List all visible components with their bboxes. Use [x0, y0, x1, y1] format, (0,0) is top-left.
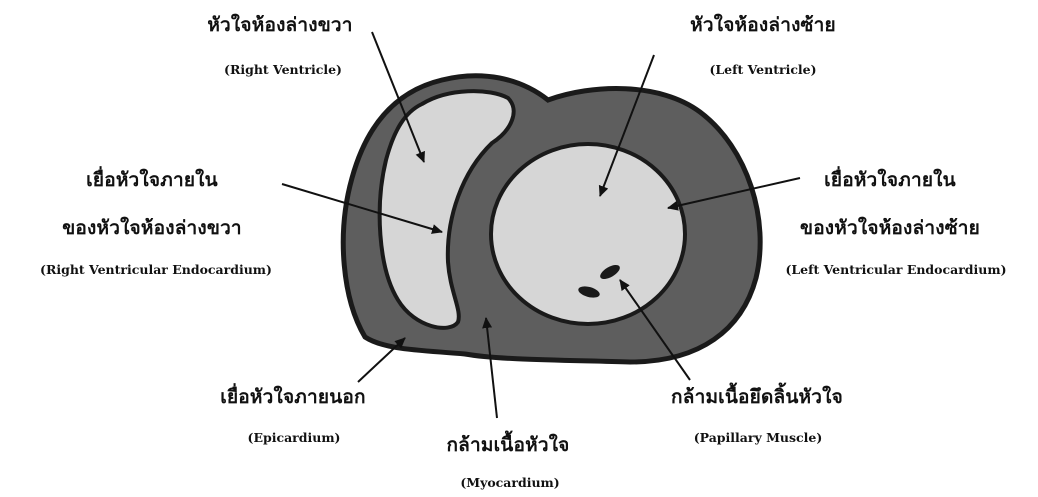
- label-right-ventricle-thai: หัวใจห้องล่างขวา: [207, 10, 352, 40]
- label-left-ventricle-english: (Left Ventricle): [709, 62, 816, 77]
- label-rv-endocardium-english: (Right Ventricular Endocardium): [40, 262, 272, 277]
- label-lv-endocardium-thai-line1: เยื่อหัวใจภายใน: [824, 165, 956, 195]
- label-myocardium-english: (Myocardium): [460, 475, 559, 490]
- label-epicardium-english: (Epicardium): [248, 430, 341, 445]
- label-papillary-muscle-english: (Papillary Muscle): [694, 430, 823, 445]
- left-ventricle-chamber: [491, 144, 685, 324]
- label-rv-endocardium-thai-line2: ของหัวใจห้องล่างขวา: [62, 213, 242, 243]
- label-lv-endocardium-english: (Left Ventricular Endocardium): [785, 262, 1006, 277]
- label-left-ventricle-thai: หัวใจห้องล่างซ้าย: [690, 10, 836, 40]
- label-myocardium-thai: กล้ามเนื้อหัวใจ: [446, 430, 569, 460]
- label-lv-endocardium-thai-line2: ของหัวใจห้องล่างซ้าย: [800, 213, 980, 243]
- label-rv-endocardium-thai-line1: เยื่อหัวใจภายใน: [86, 165, 218, 195]
- label-right-ventricle-english: (Right Ventricle): [224, 62, 342, 77]
- label-epicardium-thai: เยื่อหัวใจภายนอก: [220, 382, 365, 412]
- label-papillary-muscle-thai: กล้ามเนื้อยึดลิ้นหัวใจ: [671, 382, 843, 412]
